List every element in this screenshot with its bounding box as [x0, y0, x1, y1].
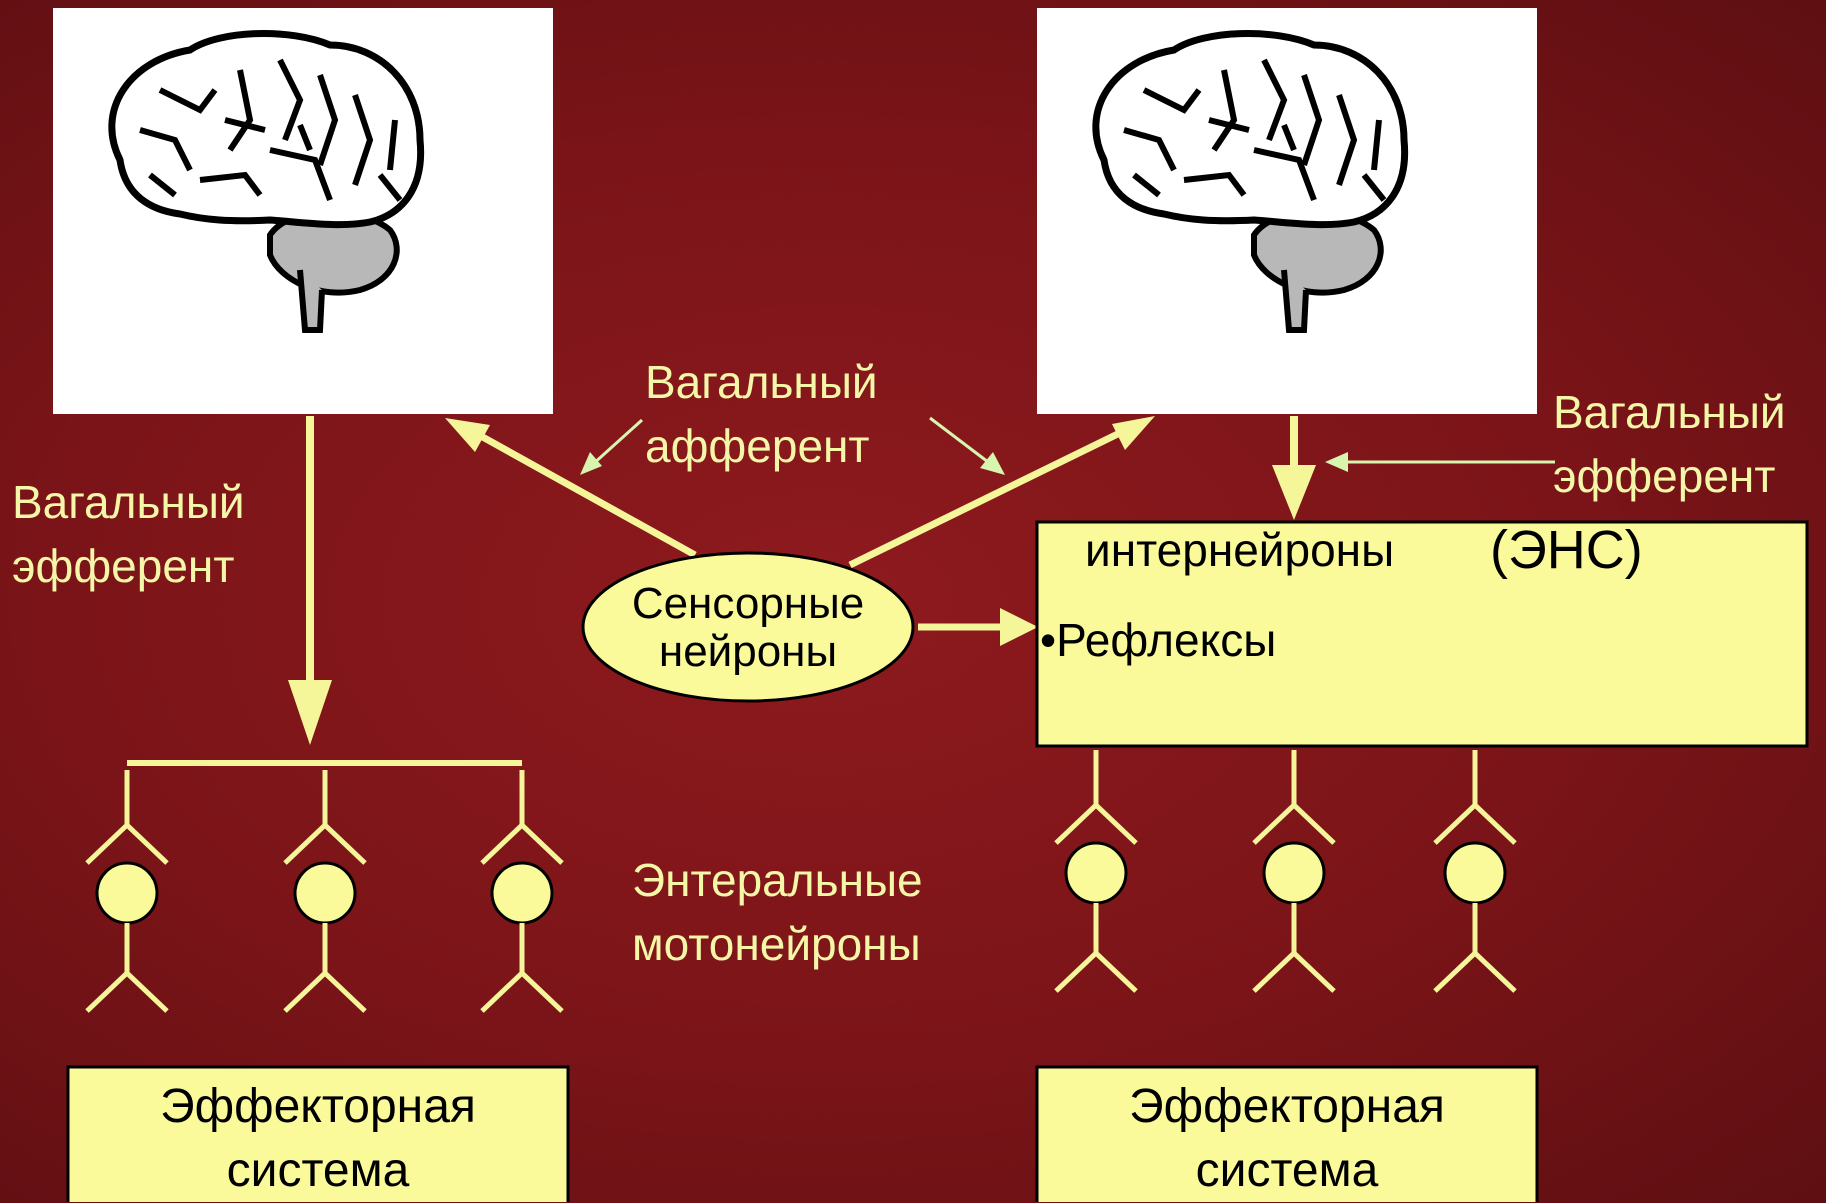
vagal-afferent-thin-arrow-right [929, 416, 1005, 475]
vagal-efferent-arrow-right [1272, 416, 1316, 520]
motoneuron-group-right [1056, 750, 1515, 991]
ens-box [1035, 520, 1809, 748]
vagal-efferent-label-left: Вагальный эфферент [12, 476, 245, 592]
motoneuron-right-2 [1254, 750, 1334, 991]
brain-image-left [53, 8, 553, 414]
motoneuron-group-left [87, 760, 562, 1011]
vagal-efferent-thin-arrow [1325, 452, 1555, 472]
sensory-arrow-right-brain [848, 416, 1155, 569]
sensory-node [581, 551, 915, 703]
effector-label-right: Эффекторная система [1129, 1080, 1445, 1197]
ens-box-abbr: (ЭНС) [1490, 520, 1643, 580]
motoneuron-left-2 [285, 770, 365, 1011]
ens-box-title: интернейроны [1085, 524, 1395, 576]
vagal-efferent-label-right: Вагальный эфферент [1553, 386, 1786, 502]
effector-label-left: Эффекторная система [160, 1080, 476, 1197]
motoneuron-right-1 [1056, 750, 1136, 991]
brain-image-right [1037, 8, 1537, 414]
vagal-afferent-thin-arrow-left [580, 418, 644, 475]
motoneuron-left-1 [87, 770, 167, 1011]
motoneuron-left-3 [482, 770, 562, 1011]
sensory-arrow-left-brain [445, 418, 697, 559]
vagal-afferent-label: Вагальный афферент [645, 356, 878, 472]
vagal-efferent-arrow-left [288, 416, 332, 745]
ens-box-bullet: •Рефлексы [1040, 614, 1277, 666]
effector-box-left [66, 1065, 570, 1202]
motoneuron-right-3 [1435, 750, 1515, 991]
enteric-motoneurons-label: Энтеральные мотонейроны [632, 854, 923, 970]
effector-box-right [1035, 1065, 1539, 1202]
sensory-node-label: Сенсорные нейроны [631, 579, 865, 676]
sensory-arrow-ens [918, 608, 1038, 646]
